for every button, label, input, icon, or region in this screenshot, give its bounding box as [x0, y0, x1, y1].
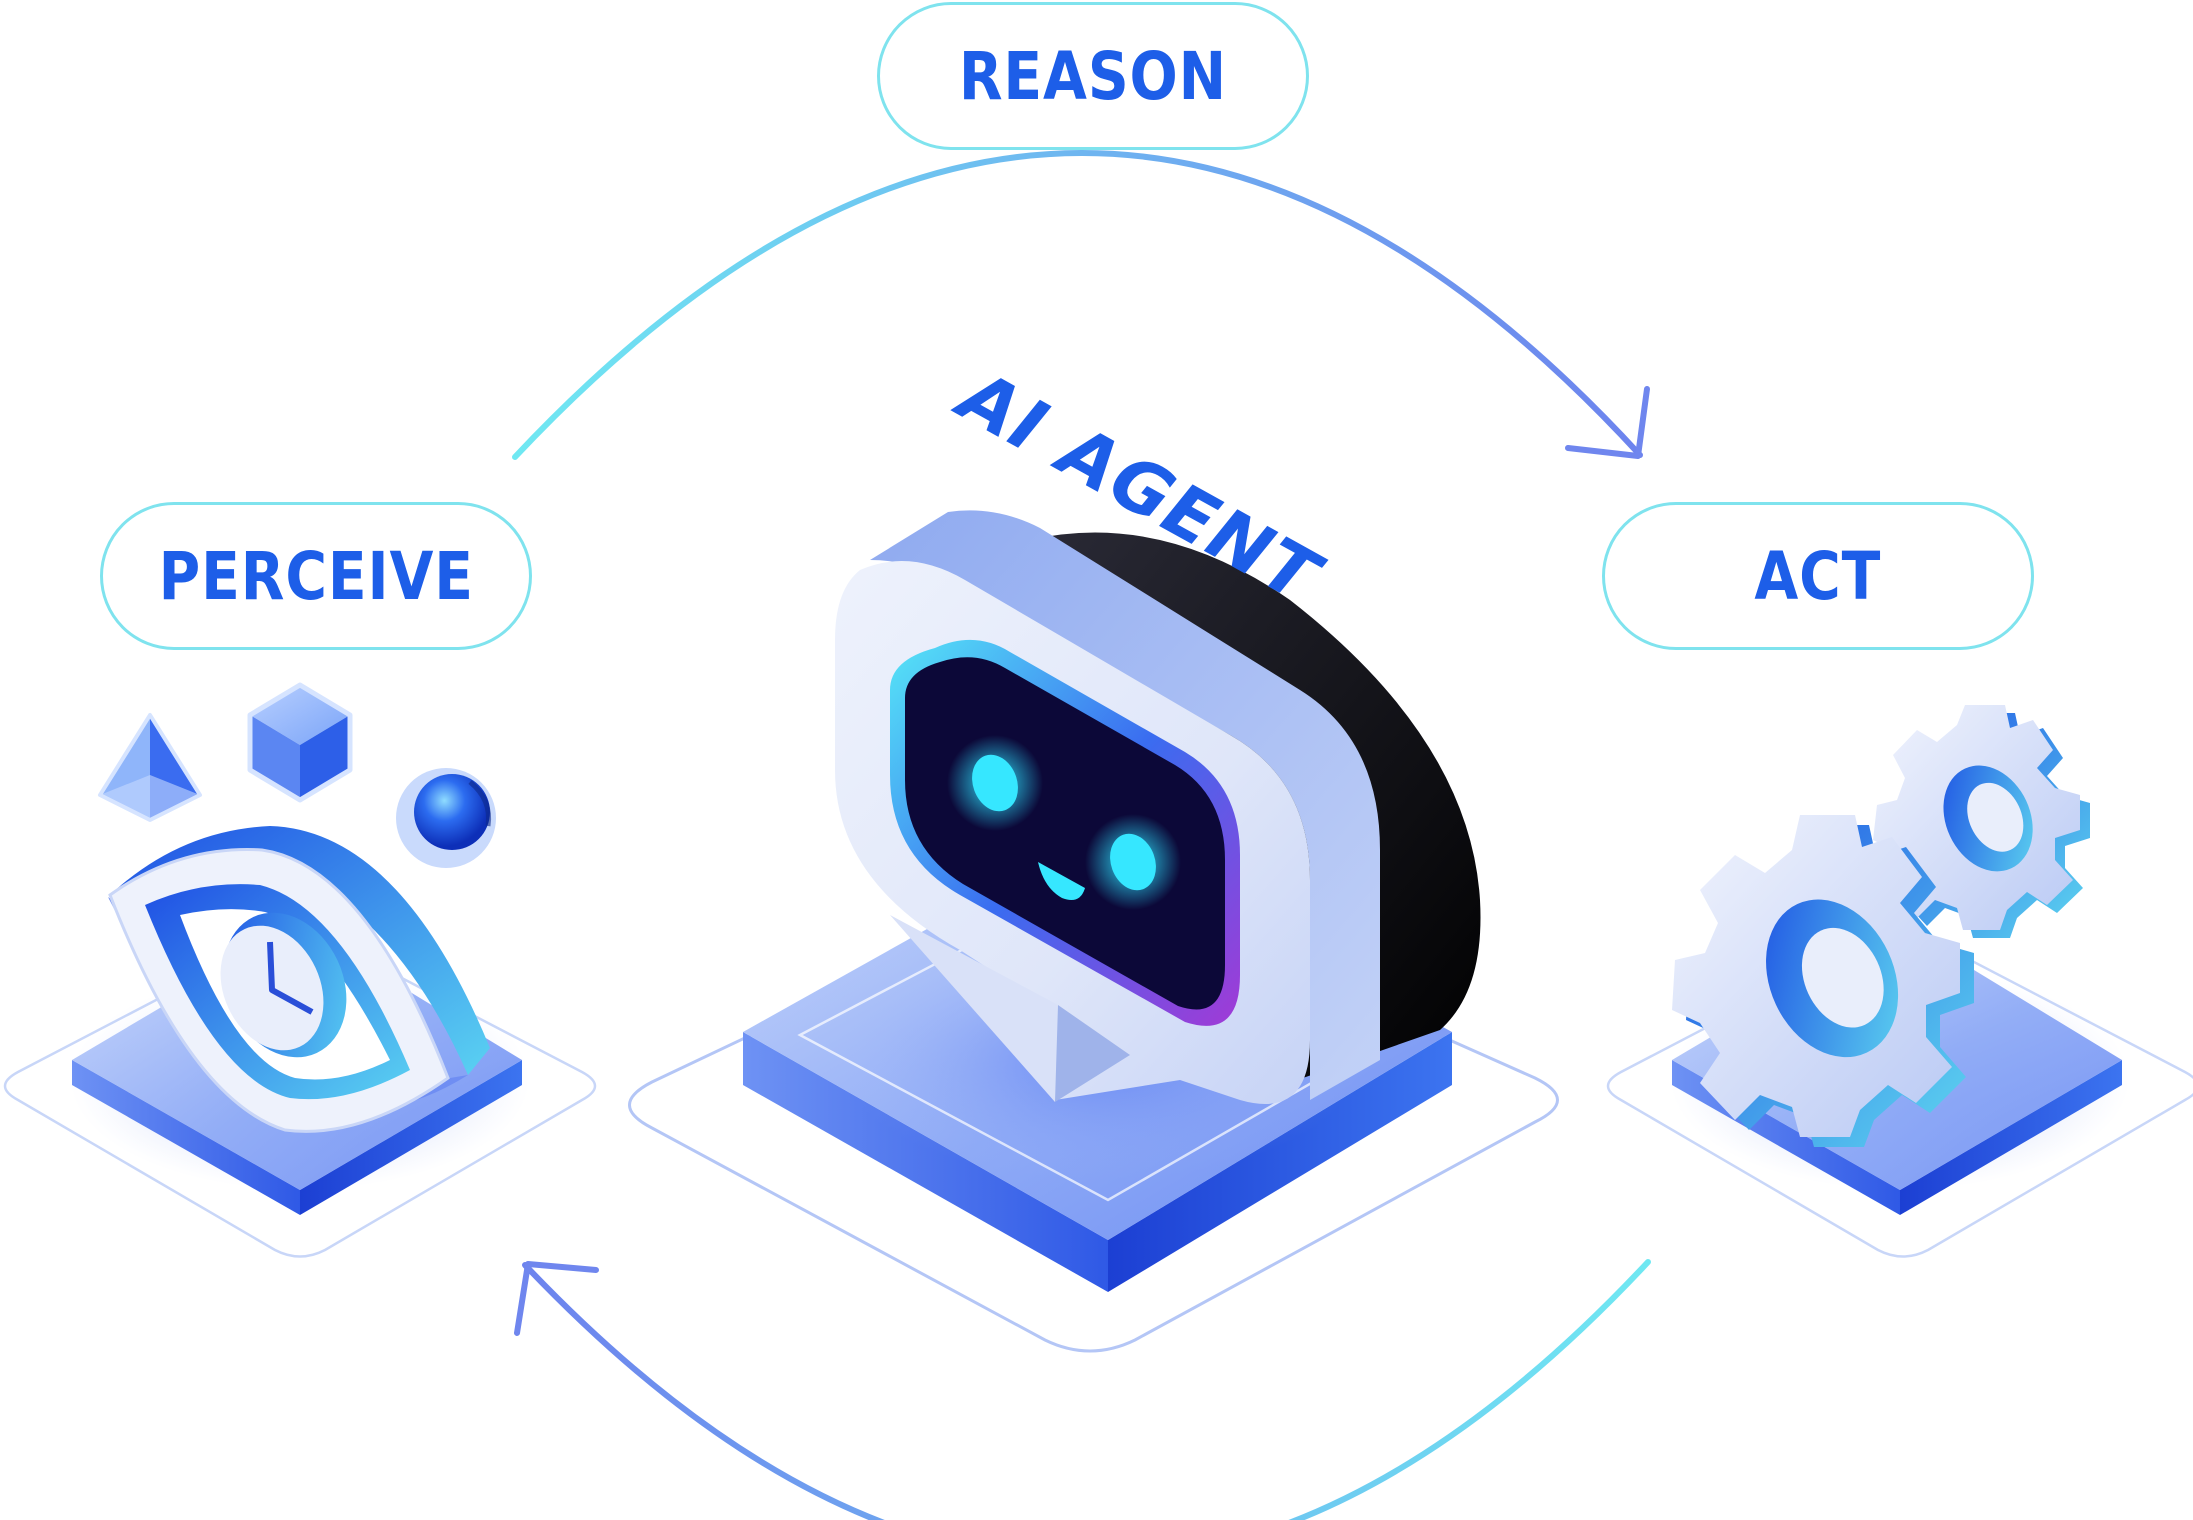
stage-label-perceive: PERCEIVE — [158, 537, 474, 615]
robot-chat-bubble-icon — [835, 510, 1481, 1104]
eye-icon — [108, 826, 490, 1133]
pyramid-icon — [98, 713, 202, 822]
stage-pill-act: ACT — [1602, 502, 2034, 650]
stage-pill-perceive: PERCEIVE — [100, 502, 532, 650]
arrow-reason-to-act-icon — [512, 150, 1650, 460]
sphere-icon — [396, 768, 496, 868]
stage-label-reason: REASON — [958, 37, 1228, 115]
stage-pill-reason: REASON — [877, 2, 1309, 150]
arrow-act-to-perceive-icon — [514, 1259, 1651, 1520]
stage-label-act: ACT — [1754, 537, 1882, 615]
gears-icon — [1672, 705, 2090, 1147]
cube-icon — [247, 682, 353, 803]
